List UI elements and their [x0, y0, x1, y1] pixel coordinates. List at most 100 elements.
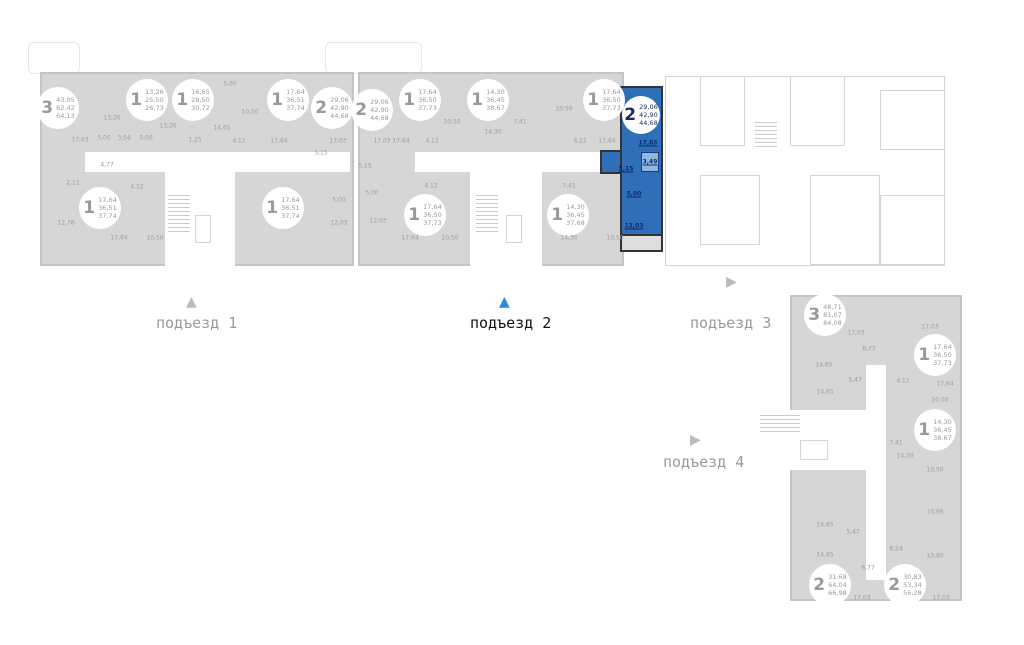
- apartment-area: 84,08: [823, 319, 842, 327]
- apartment-area: 44,68: [330, 112, 349, 120]
- apartment-area: 17,64: [423, 203, 442, 211]
- apartment-room-count: 2: [813, 575, 826, 595]
- room-area-label: 10,50: [926, 466, 944, 474]
- apartment-area: 37,74: [98, 212, 117, 220]
- room-area-label: 5,00: [223, 80, 237, 88]
- room-outline: [810, 175, 880, 265]
- room-area-label: 7,41: [889, 439, 903, 447]
- entrance-3-link[interactable]: подъезд 3: [690, 314, 772, 332]
- room-outline: [790, 76, 845, 146]
- room-area-label: 7,41: [562, 182, 576, 190]
- room-area-label: 17,64: [270, 137, 288, 145]
- room-area-label: 10,50: [441, 234, 459, 242]
- arrow-right-icon: ▶: [726, 274, 737, 290]
- apartment-area: 37,73: [418, 104, 437, 112]
- room-area-label: 8,24: [889, 545, 903, 553]
- apartment-area: 29,06: [330, 96, 349, 104]
- apartment-area: 36,45: [933, 426, 952, 434]
- room-area-label: 14,65: [816, 388, 834, 396]
- room-area-label: 14,65: [815, 361, 833, 369]
- apartment-area: 43,05: [56, 96, 75, 104]
- room-area-label: 10,50: [606, 234, 624, 242]
- room-area-label: 17,03: [847, 329, 865, 337]
- apartment-area: 64,13: [56, 112, 75, 120]
- room-area-label: 17,64: [401, 234, 419, 242]
- room-outline: [880, 90, 945, 150]
- room-area-label: 5,00: [97, 134, 111, 142]
- apartment-area: 48,71: [823, 303, 842, 311]
- room-area-label: 5,15: [314, 149, 328, 157]
- arrow-right-icon: ▶: [690, 432, 701, 448]
- apartment-area: 66,98: [828, 589, 847, 597]
- room-area-label: 5,00: [139, 134, 153, 142]
- apartment-area: 64,04: [828, 581, 847, 589]
- apartment-area: 28,50: [191, 96, 210, 104]
- selected-room-area-label: 17,03: [638, 139, 658, 147]
- room-area-label: 13,26: [103, 114, 121, 122]
- room-area-label: 10,66: [926, 508, 944, 516]
- apartment-area: 37,74: [281, 212, 300, 220]
- bathroom: [641, 152, 659, 172]
- room-area-label: 12,03: [330, 219, 348, 227]
- apartment-room-count: 1: [471, 90, 484, 110]
- entrance-1-link[interactable]: подъезд 1: [156, 314, 238, 332]
- stairs: [755, 120, 777, 150]
- apartment-room-count: 2: [315, 98, 328, 118]
- apartment-room-count: 3: [808, 305, 821, 325]
- apartment-area: 37,73: [602, 104, 621, 112]
- apartment-area: 36,50: [933, 351, 952, 359]
- apartment-room-count: 1: [551, 205, 564, 225]
- entrance-4-link[interactable]: подъезд 4: [663, 453, 745, 471]
- apartment-area: 44,68: [639, 119, 658, 127]
- apartment-area: 36,45: [486, 96, 505, 104]
- room-area-label: 7,41: [513, 118, 527, 126]
- elevator: [506, 215, 522, 243]
- room-area-label: 4,12: [573, 137, 587, 145]
- selected-room-area-label: 5,15: [618, 165, 634, 173]
- selected-room-area-label: 5,00: [626, 190, 642, 198]
- apartment-room-count: 1: [130, 90, 143, 110]
- apartment-area: 37,73: [933, 359, 952, 367]
- apartment-area: 42,90: [370, 106, 389, 114]
- apartment-room-count: 1: [271, 90, 284, 110]
- room-area-label: 6,77: [861, 564, 875, 572]
- entrance-2-link[interactable]: подъезд 2: [470, 314, 552, 332]
- apartment-area: 25,50: [145, 96, 164, 104]
- elevator: [800, 440, 828, 460]
- room-area-label: 10,50: [443, 118, 461, 126]
- apartment-area: 53,34: [903, 581, 922, 589]
- corridor: [85, 152, 350, 172]
- apartment-area: 44,68: [370, 114, 389, 122]
- apartment-room-count: 1: [918, 420, 931, 440]
- apartment-area: 17,64: [602, 88, 621, 96]
- room-area-label: 5,47: [846, 528, 860, 536]
- apartment-room-count: 2: [624, 105, 637, 125]
- ghost-outline: [325, 42, 422, 74]
